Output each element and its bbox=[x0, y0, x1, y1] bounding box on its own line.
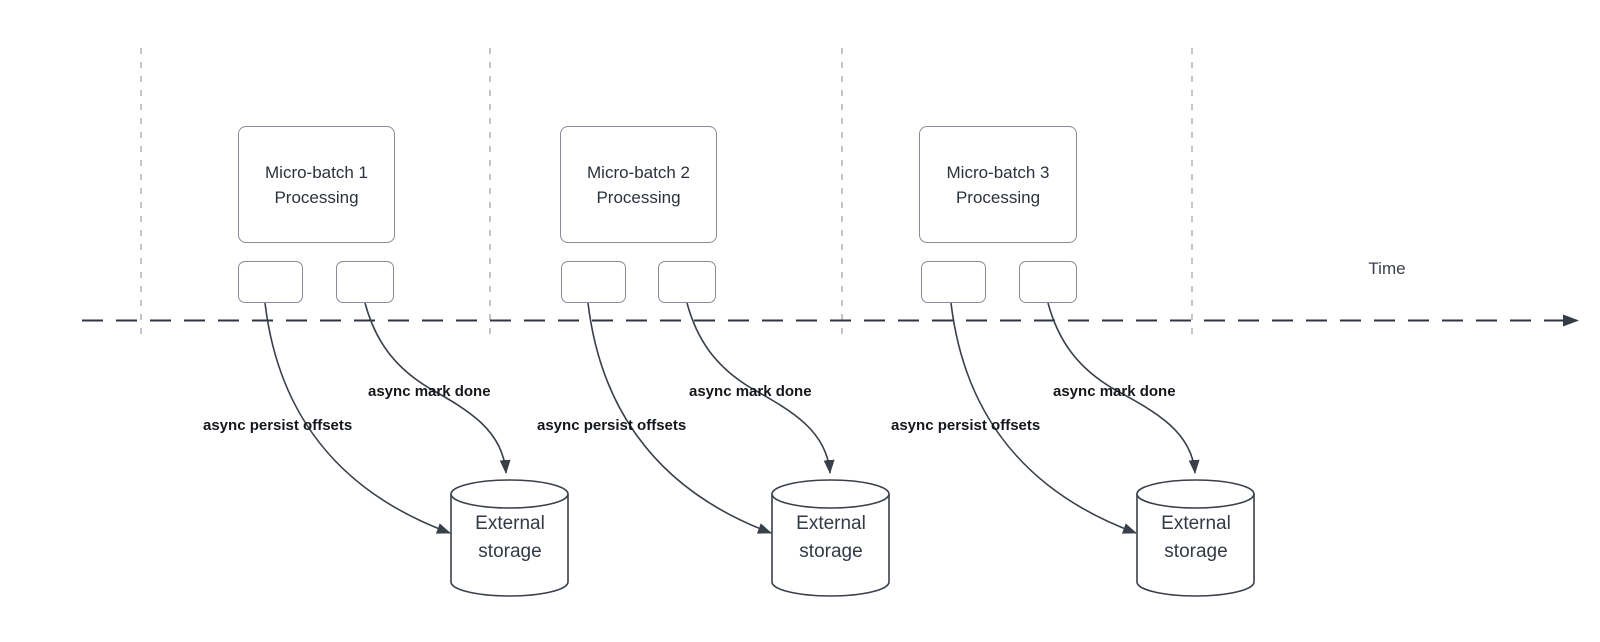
persist-offsets-arrow-2 bbox=[587, 302, 772, 534]
batch-3-done-task-box bbox=[1019, 261, 1077, 303]
mark-done-arrow-2 bbox=[686, 302, 835, 474]
batch-1-persist-task-box bbox=[238, 261, 303, 303]
batch-3-storage-label: External storage bbox=[1161, 513, 1231, 562]
micro-batch-1-title: Micro-batch 1 Processing bbox=[265, 162, 368, 207]
persist-offsets-arrow-3 bbox=[950, 302, 1137, 534]
storage-cylinder-2 bbox=[771, 479, 890, 597]
batch-2-done-task-box bbox=[658, 261, 716, 303]
time-axis-label: Time bbox=[1368, 259, 1406, 278]
micro-batch-3-title: Micro-batch 3 Processing bbox=[946, 162, 1050, 207]
micro-batch-2-title: Micro-batch 2 Processing bbox=[587, 162, 690, 207]
batch-1-persist-label: async persist offsets bbox=[203, 417, 353, 434]
batch-3-persist-task-box bbox=[921, 261, 986, 303]
batch-1-done-label: async mark done bbox=[368, 383, 491, 400]
batch-3-done-label: async mark done bbox=[1053, 383, 1176, 400]
storage-cylinder-1 bbox=[450, 479, 569, 597]
persist-offsets-arrow-1 bbox=[264, 302, 451, 534]
batch-3-persist-label: async persist offsets bbox=[891, 417, 1041, 434]
mark-done-arrow-1 bbox=[364, 302, 511, 474]
batch-2-storage-label: External storage bbox=[796, 513, 866, 562]
batch-2-persist-label: async persist offsets bbox=[537, 417, 687, 434]
micro-batch-2-box: Micro-batch 2 Processing bbox=[560, 126, 717, 243]
storage-cylinder-3 bbox=[1136, 479, 1255, 597]
batch-2-persist-task-box bbox=[561, 261, 626, 303]
batch-2-done-label: async mark done bbox=[689, 383, 812, 400]
micro-batch-3-box: Micro-batch 3 Processing bbox=[919, 126, 1077, 243]
batch-1-storage-label: External storage bbox=[475, 513, 545, 562]
mark-done-arrow-3 bbox=[1047, 302, 1200, 474]
batch-1-done-task-box bbox=[336, 261, 394, 303]
micro-batch-1-box: Micro-batch 1 Processing bbox=[238, 126, 395, 243]
